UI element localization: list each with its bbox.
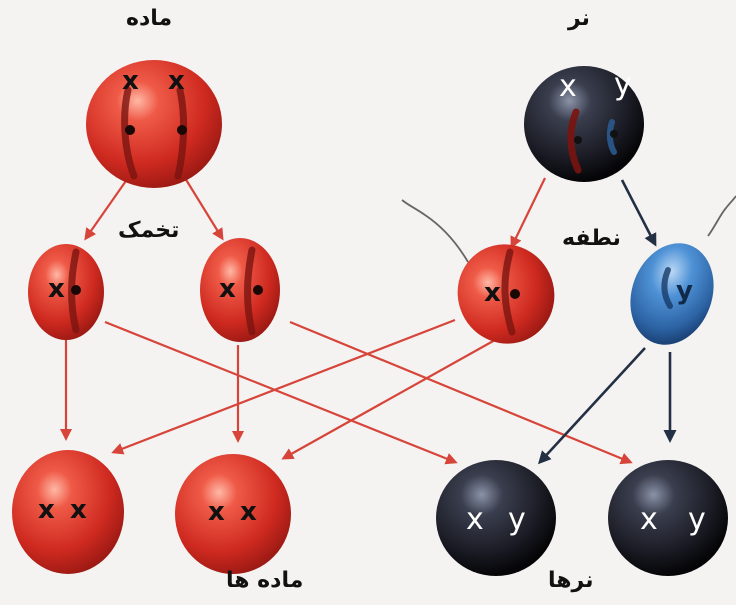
- chromosome-letter: x: [466, 502, 484, 537]
- sperm-y-tail: [707, 195, 736, 237]
- chromosome-letter: x: [38, 495, 55, 525]
- label-males: نرها: [548, 568, 594, 593]
- chromosome-letter: x: [48, 274, 65, 304]
- label-female: ماده: [126, 6, 173, 31]
- sperm-y-cell: [630, 243, 714, 345]
- chromosome-letter: x: [168, 66, 185, 96]
- chromosome-letter: y: [614, 67, 632, 102]
- label-sperm: نطفه: [562, 226, 621, 251]
- chromosome-letter: x: [640, 502, 658, 537]
- daughter-left-cell: [12, 450, 124, 574]
- chromosome-letter: x: [122, 66, 139, 96]
- chromosome-letter: x: [240, 497, 257, 527]
- son-right-cell: [608, 460, 728, 576]
- daughter-right-cell: [175, 454, 291, 574]
- son-left-cell: [436, 460, 556, 576]
- arrow-egg-right-to-son-right: [289, 320, 633, 465]
- chromosome-letter: x: [70, 495, 87, 525]
- chromosome-letter: y: [688, 502, 706, 537]
- chromosome-letter: x: [484, 278, 501, 308]
- chromosome-letter: x: [219, 274, 236, 304]
- arrow-sperm-y-to-son-left: [537, 347, 646, 465]
- arrow-female-to-egg-left: [84, 177, 129, 241]
- female-parent-cell: [86, 60, 222, 188]
- arrow-egg-left-to-son-left: [104, 320, 458, 465]
- male-chromosome-x: [567, 108, 582, 174]
- label-females: ماده ها: [226, 568, 304, 593]
- chromosome-letter: y: [508, 502, 526, 537]
- chromosome-letter: x: [559, 69, 577, 104]
- chromosome-letter: y: [676, 276, 693, 306]
- egg-right-cell: [200, 238, 280, 342]
- male-chromosome-y: [606, 119, 617, 155]
- arrow-female-to-egg-right: [184, 177, 224, 241]
- chromosome-letter: x: [208, 497, 225, 527]
- arrow-male-to-sperm-y: [620, 179, 657, 247]
- arrow-male-to-sperm-x: [510, 177, 546, 249]
- female-chromosome-1: [121, 86, 138, 180]
- arrow-sperm-x-to-daughter-left: [111, 318, 456, 455]
- sperm-x-tail: [401, 199, 469, 263]
- label-male: نر: [568, 6, 590, 31]
- arrow-sperm-x-to-daughter-right: [281, 339, 496, 460]
- egg-left-cell: [28, 244, 104, 340]
- label-egg: تخمک: [118, 218, 180, 243]
